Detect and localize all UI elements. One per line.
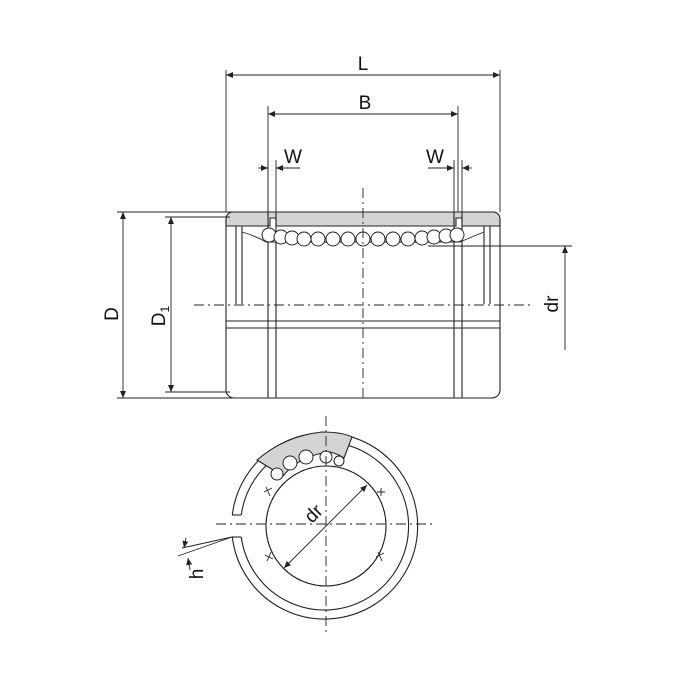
dim-label-D1: D1 (149, 305, 172, 326)
dim-label-D: D (102, 307, 123, 321)
dim-label-dr-side: dr (542, 295, 563, 313)
dim-label-W-left: W (284, 147, 302, 168)
end-view: dr h (177, 416, 436, 636)
shell-section (225, 211, 501, 227)
side-view: L B W W D D1 dr (102, 54, 572, 402)
dim-label-L: L (358, 54, 369, 75)
dim-label-h: h (187, 569, 208, 580)
dim-label-dr-bottom: dr (301, 500, 328, 527)
dim-label-W-right: W (426, 147, 444, 168)
dim-label-B: B (359, 93, 372, 114)
ball-row (261, 227, 465, 247)
